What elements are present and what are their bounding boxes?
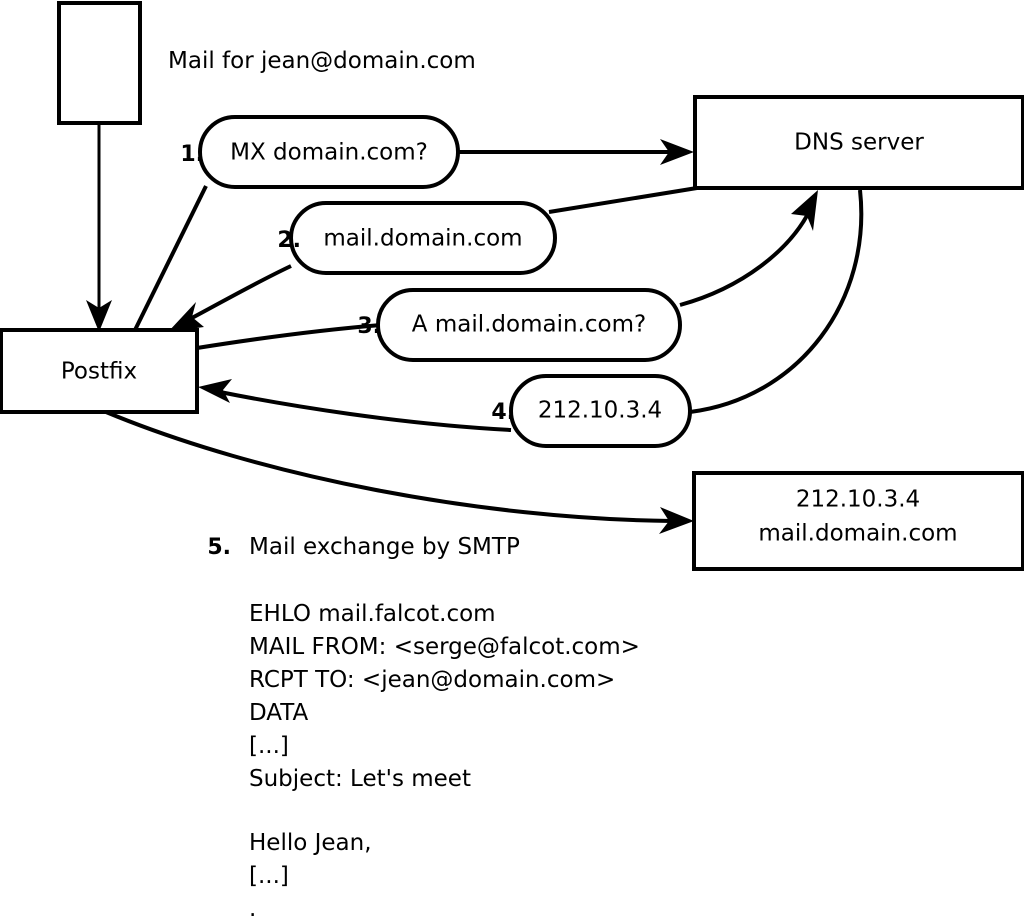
smtp-transcript-line-1: MAIL FROM: <serge@falcot.com> bbox=[249, 634, 640, 660]
edge-postfix-to-mailserver bbox=[105, 410, 694, 534]
bubble-step-1[interactable]: MX domain.com? bbox=[198, 115, 460, 189]
node-postfix-box[interactable]: Postfix bbox=[0, 328, 199, 414]
bubble-step-1-label: MX domain.com? bbox=[230, 140, 428, 166]
edge-postfix-to-step3 bbox=[196, 323, 382, 350]
node-mailserver-ip: 212.10.3.4 bbox=[796, 487, 920, 513]
smtp-transcript-line-2: RCPT TO: <jean@domain.com> bbox=[249, 667, 615, 693]
bubble-step-2[interactable]: mail.domain.com bbox=[289, 201, 557, 275]
node-postfix-label: Postfix bbox=[61, 359, 137, 385]
step-number-1: 1. bbox=[180, 142, 204, 167]
bubble-step-3[interactable]: A mail.domain.com? bbox=[376, 288, 682, 362]
edge-step4-to-postfix bbox=[198, 379, 512, 432]
node-mailserver-hostname: mail.domain.com bbox=[758, 521, 957, 547]
smtp-transcript-line-3: DATA bbox=[249, 700, 309, 726]
bubble-step-2-label: mail.domain.com bbox=[323, 226, 522, 252]
smtp-transcript-line-4: [...] bbox=[249, 733, 289, 759]
smtp-transcript-line-8: [...] bbox=[249, 863, 289, 889]
node-dns-label: DNS server bbox=[794, 130, 924, 156]
smtp-transcript-line-7: Hello Jean, bbox=[249, 830, 372, 856]
edge-step2-to-postfix bbox=[168, 264, 292, 332]
smtp-transcript-line-5: Subject: Let's meet bbox=[249, 766, 471, 792]
caption-mail-for: Mail for jean@domain.com bbox=[168, 48, 476, 74]
edge-dns-to-step2 bbox=[548, 186, 698, 214]
smtp-transcript-line-0: EHLO mail.falcot.com bbox=[249, 601, 496, 627]
edge-step3-to-dns bbox=[679, 190, 818, 307]
step-5-label: Mail exchange by SMTP bbox=[249, 534, 520, 560]
step-number-2: 2. bbox=[277, 228, 301, 253]
edge-postfix-to-step1 bbox=[133, 185, 208, 331]
smtp-transcript-line-9: . bbox=[249, 896, 256, 919]
step-number-5: 5. bbox=[207, 535, 231, 560]
node-dns-box[interactable]: DNS server bbox=[693, 95, 1024, 190]
step-number-4: 4. bbox=[491, 400, 515, 425]
bubble-step-4-label: 212.10.3.4 bbox=[538, 398, 662, 424]
step-number-3: 3. bbox=[357, 314, 381, 339]
node-client-box[interactable] bbox=[57, 1, 142, 125]
bubble-step-4[interactable]: 212.10.3.4 bbox=[509, 374, 692, 448]
bubble-step-3-label: A mail.domain.com? bbox=[412, 312, 646, 338]
edge-dns-to-step4 bbox=[689, 189, 864, 414]
edge-step1-to-dns bbox=[458, 139, 694, 165]
node-mailserver-box[interactable]: 212.10.3.4 mail.domain.com bbox=[692, 471, 1024, 571]
edge-client-to-postfix bbox=[86, 124, 112, 332]
